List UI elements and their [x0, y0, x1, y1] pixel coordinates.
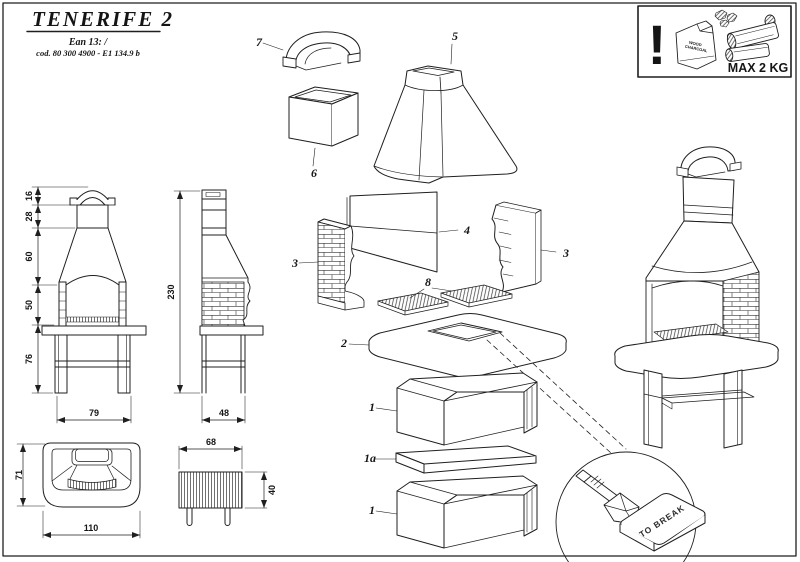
detail-circle: TO BREAK: [555, 451, 706, 562]
cod-line: cod. 80 300 4900 - E1 134.9 b: [36, 48, 140, 58]
bag-text-2: CHARCOAL: [685, 44, 709, 54]
assembled-base: [643, 369, 755, 449]
leader-part-8: [409, 287, 453, 299]
leader-part-3-left: [298, 261, 319, 264]
dim-plan-depth: 71: [14, 470, 24, 480]
leader-part-1-upper: [375, 407, 398, 412]
front-view-outline: [41, 190, 147, 394]
part-flue: [288, 86, 359, 147]
leader-part-7: [262, 42, 284, 51]
label-part-4: 4: [463, 223, 470, 237]
dim-plan-width: 110: [84, 523, 99, 533]
part-hood: [373, 65, 518, 184]
charcoal-pieces-icon: [714, 9, 738, 28]
part-shelf: [395, 445, 537, 474]
label-part-7: 7: [256, 35, 263, 49]
detail-leader-dashes: [486, 332, 627, 454]
grate-legs: [186, 507, 231, 526]
dim-grate-width: 68: [206, 437, 216, 447]
label-part-8: 8: [425, 275, 431, 289]
part-back-panel: [346, 191, 438, 273]
assembled-view: [614, 146, 779, 449]
sheet-title: TENERIFE 2: [32, 7, 174, 31]
title-block: TENERIFE 2 Ean 13: / cod. 80 300 4900 - …: [26, 7, 174, 58]
side-view-outline: [199, 189, 264, 394]
dim-front-cap: 16: [24, 191, 34, 201]
part-cap: [282, 31, 361, 71]
side-view-dimensions: 230 48: [166, 190, 246, 424]
label-part-6: 6: [311, 166, 317, 180]
label-part-3-left: 3: [291, 256, 298, 270]
part-left-wall: [317, 218, 365, 311]
dim-front-width: 79: [89, 408, 99, 418]
label-part-3-right: 3: [562, 246, 569, 260]
grate-view: 68 40: [178, 437, 277, 526]
leader-part-2: [348, 343, 370, 346]
exclamation-icon: !: [648, 13, 667, 76]
assembled-cap: [676, 146, 742, 178]
wood-logs-icon: [725, 14, 779, 62]
label-part-1-upper: 1: [369, 400, 375, 414]
break-slab: TO BREAK: [619, 493, 706, 552]
dim-front-firebox: 50: [24, 300, 34, 310]
plan-view-outline: [42, 442, 141, 508]
dim-grate-depth: 40: [267, 485, 277, 495]
leader-part-3-right: [540, 249, 557, 253]
max-load-label: MAX 2 KG: [728, 61, 788, 75]
plan-view-dimensions: 71 110: [14, 443, 141, 539]
exploded-view: 7 6 5: [256, 29, 627, 549]
part-grates: [377, 284, 513, 316]
leader-part-4: [438, 229, 459, 233]
label-part-1a: 1a: [364, 451, 376, 465]
grate-dimensions: 68 40: [178, 437, 277, 509]
part-right-wall: [491, 201, 542, 293]
leader-part-6: [312, 147, 316, 167]
part-worktop: [368, 313, 567, 378]
label-part-5: 5: [452, 29, 458, 43]
part-base-lower: [396, 475, 538, 549]
side-view: 230 48: [166, 189, 264, 424]
assembled-chimney: [682, 176, 735, 224]
leader-part-1-lower: [375, 510, 398, 515]
plan-view: 71 110: [14, 442, 141, 539]
label-part-2: 2: [340, 336, 347, 350]
front-view: 16 28 60 50 76 79: [24, 186, 147, 424]
front-view-dimensions: 16 28 60 50 76 79: [24, 186, 132, 424]
label-part-1-lower: 1: [369, 503, 375, 517]
charcoal-bag-icon: WOOD CHARCOAL: [675, 20, 717, 70]
grate-body: [178, 471, 243, 509]
warning-box: ! WOOD CHARCOAL: [637, 5, 792, 78]
dim-side-height: 230: [166, 284, 176, 299]
bag-text-1: WOOD: [688, 40, 702, 48]
dim-front-hood: 60: [24, 251, 34, 261]
dim-front-base: 76: [24, 354, 34, 364]
dim-side-depth: 48: [219, 408, 229, 418]
leader-part-5: [450, 43, 453, 65]
ean-line: Ean 13: /: [68, 37, 109, 48]
assembled-worktop: [614, 334, 779, 379]
dim-front-chimney: 28: [24, 211, 34, 221]
part-base-upper: [396, 372, 538, 446]
